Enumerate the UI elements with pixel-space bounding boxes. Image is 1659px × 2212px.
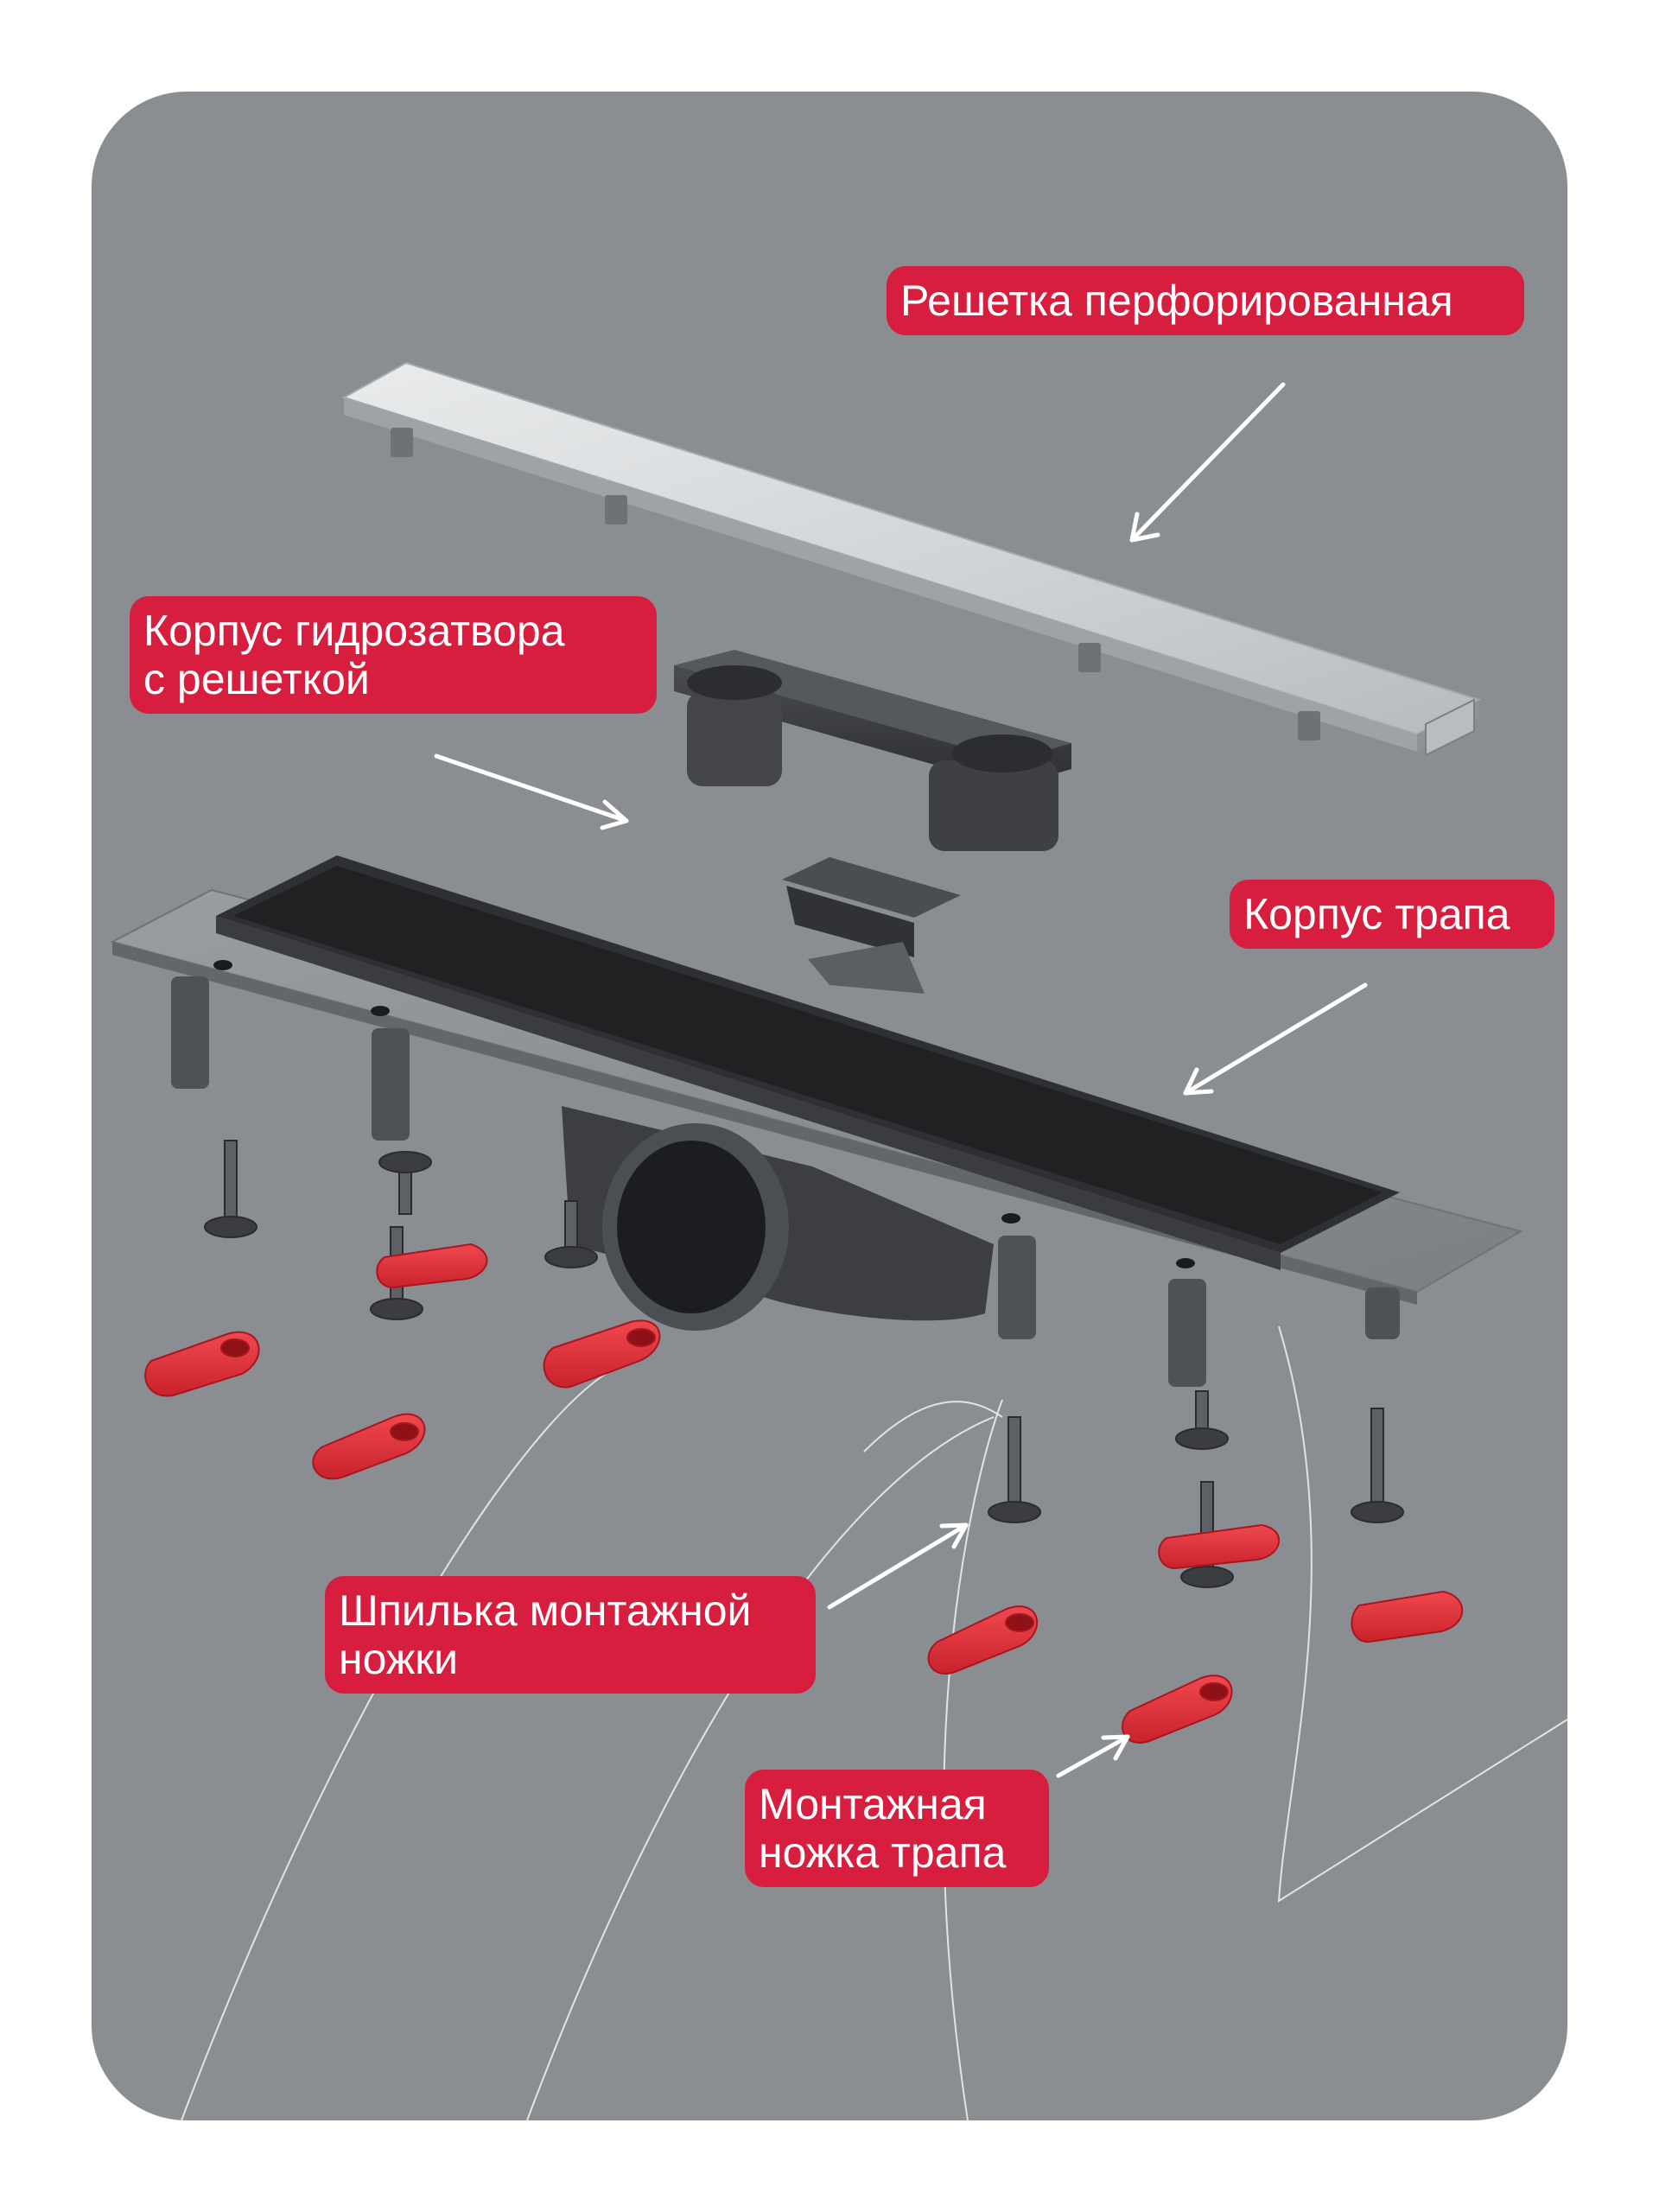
perforated-grate — [341, 361, 1482, 757]
arrow-drain — [1183, 982, 1368, 1096]
label-mounting-foot: Монтажная ножка трапа — [745, 1770, 1049, 1887]
arrow-grate — [1129, 382, 1286, 543]
drain-body — [110, 855, 1523, 1387]
callout-arrows — [434, 382, 1368, 1778]
foot-3 — [543, 1319, 661, 1389]
foot-6 — [927, 1605, 1039, 1675]
foot-2 — [376, 1243, 488, 1289]
foot-5 — [1158, 1523, 1280, 1570]
label-drain-body: Корпус трапа — [1230, 880, 1554, 949]
label-mounting-stud: Шпилька монтажной ножки — [325, 1576, 816, 1694]
foot-4 — [312, 1413, 426, 1480]
arrow-stud — [827, 1522, 969, 1610]
foot-8 — [1122, 1675, 1233, 1744]
foot-7 — [1351, 1590, 1464, 1643]
siphon-body — [674, 650, 1071, 994]
label-perforated-grate: Решетка перфорированная — [887, 266, 1524, 335]
arrow-siphon — [434, 753, 629, 830]
arrow-foot — [1056, 1734, 1130, 1778]
foot-1 — [144, 1331, 260, 1397]
mounting-feet — [144, 1243, 1464, 1744]
mounting-studs — [204, 1140, 1404, 1588]
label-siphon-body: Корпус гидрозатвора с решеткой — [130, 596, 657, 714]
